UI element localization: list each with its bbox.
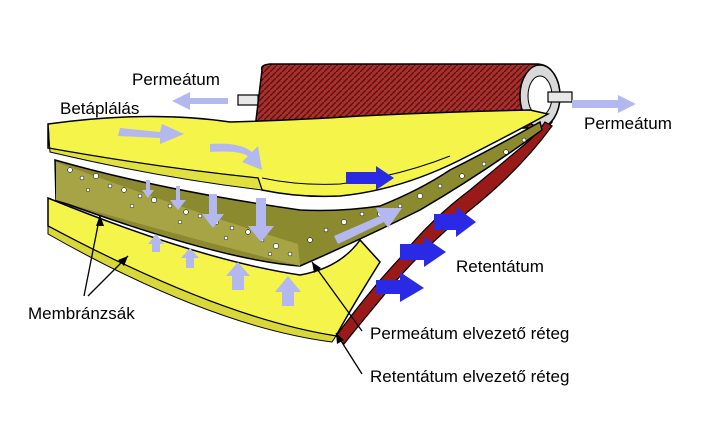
membrane-sheet-top-edge <box>47 123 263 191</box>
arrow-permeate-right <box>572 95 636 113</box>
arrow-down-3 <box>202 194 224 228</box>
label-permeate-layer: Permeátum elvezető réteg <box>370 324 569 343</box>
arrow-retentate-1 <box>346 166 394 190</box>
arrow-feed-curve <box>210 143 262 170</box>
arrow-up-1 <box>148 234 164 252</box>
arrow-permeate-left <box>172 92 228 110</box>
label-permeate-top: Permeátum <box>132 70 220 89</box>
tube-outlet-right <box>547 91 573 103</box>
arrow-retentate-4 <box>376 272 424 302</box>
membrane-top-fold <box>261 155 451 185</box>
leader-membrane-1 <box>83 214 101 297</box>
label-retentate: Retentátum <box>456 257 544 276</box>
arrow-down-1 <box>142 180 154 198</box>
permeate-flow-arrows <box>118 92 636 306</box>
arrow-up-2 <box>181 248 199 268</box>
arrow-up-4 <box>275 276 301 306</box>
leader-permeate-layer <box>311 261 363 332</box>
arrow-up-3 <box>226 262 250 290</box>
arrow-spacer-to-tube <box>334 208 402 244</box>
retentate-flow-arrows <box>346 166 476 302</box>
label-retentate-layer: Retentátum elvezető réteg <box>370 367 569 386</box>
spacer-front-edge <box>56 162 300 266</box>
leader-lines <box>83 214 363 375</box>
arrow-down-2 <box>170 186 186 210</box>
arrow-retentate-2 <box>434 207 476 237</box>
membrane-sheet-bottom-edge <box>47 225 337 343</box>
label-membrane-pockets: Membránzsák <box>28 304 135 323</box>
arrow-retentate-3 <box>400 237 446 267</box>
arrow-down-4 <box>248 198 274 242</box>
arrow-feed-in <box>118 124 184 144</box>
tube-outlet-left <box>237 94 259 106</box>
label-permeate-right: Permeátum <box>584 114 672 133</box>
label-feed: Betáplálás <box>60 99 139 118</box>
